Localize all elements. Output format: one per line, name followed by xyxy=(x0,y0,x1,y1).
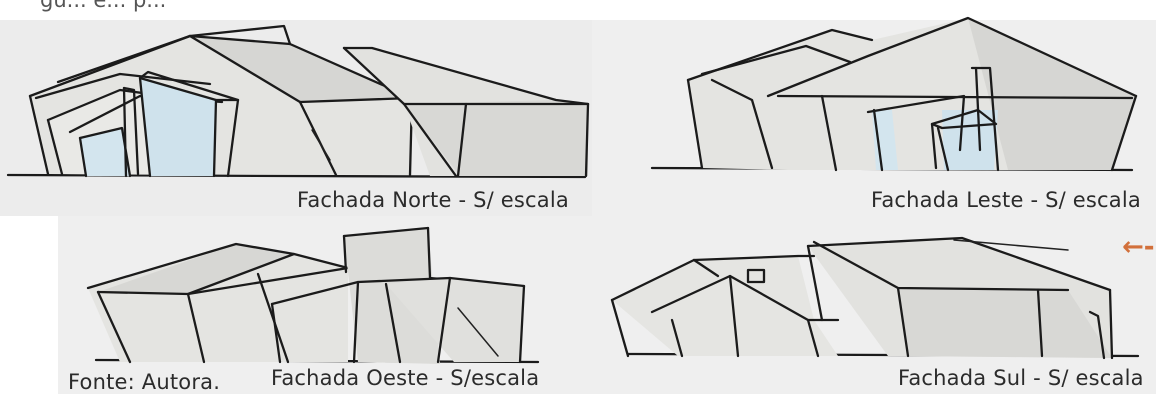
north-glass-panel-2 xyxy=(140,78,216,176)
east-facade-sketch xyxy=(650,16,1138,172)
south-left-volume xyxy=(612,256,838,356)
caption-east-facade: Fachada Leste - S/ escala xyxy=(871,188,1141,212)
north-glass-panel-1 xyxy=(80,128,130,176)
source-credit: Fonte: Autora. xyxy=(68,370,221,394)
arrow-left-icon: ←-- xyxy=(1122,232,1156,262)
west-tall-block xyxy=(344,228,440,364)
north-facade-sketch xyxy=(6,24,590,179)
south-facade-sketch xyxy=(610,236,1140,360)
cropped-header-text: gu... e... p... xyxy=(40,0,167,12)
west-facade-sketch xyxy=(86,226,540,364)
caption-west-facade: Fachada Oeste - S/escala xyxy=(271,366,540,390)
caption-south-facade: Fachada Sul - S/ escala xyxy=(898,366,1144,390)
caption-north-facade: Fachada Norte - S/ escala xyxy=(297,188,569,212)
south-small-box xyxy=(746,268,766,284)
